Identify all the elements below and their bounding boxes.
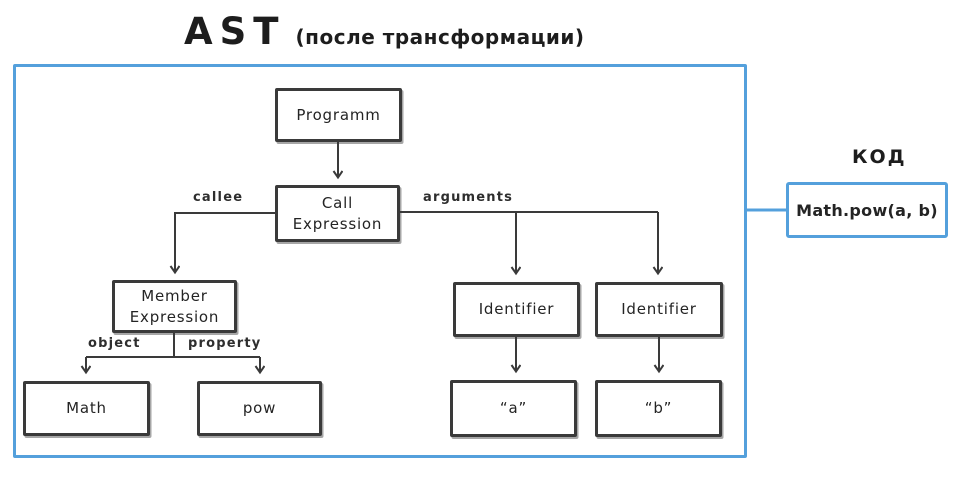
node-identifier-1: Identifier bbox=[453, 282, 580, 337]
ast-frame bbox=[13, 64, 747, 458]
node-call-expression: Call Expression bbox=[275, 185, 400, 242]
edge-label-arguments: arguments bbox=[423, 190, 514, 205]
code-text: Math.pow(a, b) bbox=[796, 200, 938, 220]
node-member-expression: Member Expression bbox=[112, 280, 237, 333]
edge-label-callee: callee bbox=[193, 190, 244, 205]
node-math: Math bbox=[23, 381, 150, 436]
code-box: Math.pow(a, b) bbox=[786, 182, 948, 238]
node-literal-b: “b” bbox=[595, 380, 722, 437]
node-literal-a: “a” bbox=[450, 380, 577, 437]
title-main: AST bbox=[184, 10, 286, 53]
node-programm: Programm bbox=[275, 88, 402, 142]
edge-label-object: object bbox=[88, 336, 141, 351]
diagram-title: AST (после трансформации) bbox=[184, 10, 585, 53]
node-identifier-2: Identifier bbox=[595, 282, 723, 337]
title-subtitle: (после трансформации) bbox=[295, 25, 585, 49]
code-panel-heading: КОД bbox=[852, 146, 907, 168]
edge-label-property: property bbox=[188, 336, 262, 351]
node-pow: pow bbox=[197, 381, 322, 436]
